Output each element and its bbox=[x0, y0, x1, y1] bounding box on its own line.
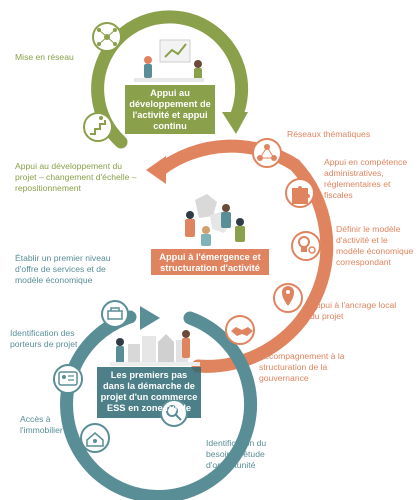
label-acces-immobilier: Accès à l'immobilier bbox=[20, 414, 63, 435]
orange-title-box bbox=[151, 249, 269, 275]
network-icon bbox=[92, 22, 122, 52]
house-key-icon bbox=[80, 423, 110, 453]
id-card-icon bbox=[53, 364, 83, 394]
teal-illustration bbox=[110, 330, 200, 366]
team-network-icon bbox=[252, 138, 282, 168]
handshake-icon bbox=[225, 315, 255, 345]
green-cycle-arc bbox=[91, 10, 249, 149]
growth-stairs-icon bbox=[83, 112, 113, 142]
orange-illustration bbox=[185, 194, 245, 246]
puzzle-icon bbox=[285, 178, 315, 208]
label-gouvernance: Accompagnement à la structuration de la … bbox=[259, 351, 345, 383]
label-modele-activite: Définir le modèle d'activité et le modèl… bbox=[336, 224, 414, 267]
teal-arrow-head bbox=[140, 306, 160, 330]
label-porteurs-projet: Identification des porteurs de projet bbox=[10, 328, 78, 349]
label-appui-developpement: Appui au développement du projet – chang… bbox=[15, 161, 137, 193]
orange-arrow-head bbox=[146, 156, 166, 184]
label-ancrage-local: Appui à l'ancrage local du projet bbox=[310, 300, 397, 321]
orange-cycle-arc bbox=[153, 139, 334, 373]
label-reseaux-thematiques: Réseaux thématiques bbox=[287, 129, 371, 139]
label-besoin-opportunite: Identification du besoin et étude d'oppo… bbox=[206, 438, 267, 470]
green-stage-title: Appui au développement de l'activité et … bbox=[129, 88, 211, 131]
label-mise-en-reseau: Mise en réseau bbox=[15, 52, 74, 62]
teal-stage-title: Les premiers pas dans la démarche de pro… bbox=[100, 370, 198, 413]
tools-icon bbox=[101, 300, 129, 328]
location-pin-icon bbox=[273, 283, 303, 313]
green-illustration bbox=[134, 39, 204, 82]
label-competence-administratives: Appui en compétence administratives, rég… bbox=[324, 157, 408, 200]
label-premier-niveau-offre: Établir un premier niveau d'offre de ser… bbox=[15, 253, 111, 285]
orange-stage-title: Appui à l'émergence et structuration d'a… bbox=[159, 252, 261, 273]
magnifier-icon bbox=[160, 399, 188, 427]
green-arrow-head bbox=[222, 112, 248, 134]
lightbulb-gear-icon bbox=[291, 231, 321, 261]
green-title-box bbox=[125, 85, 215, 134]
